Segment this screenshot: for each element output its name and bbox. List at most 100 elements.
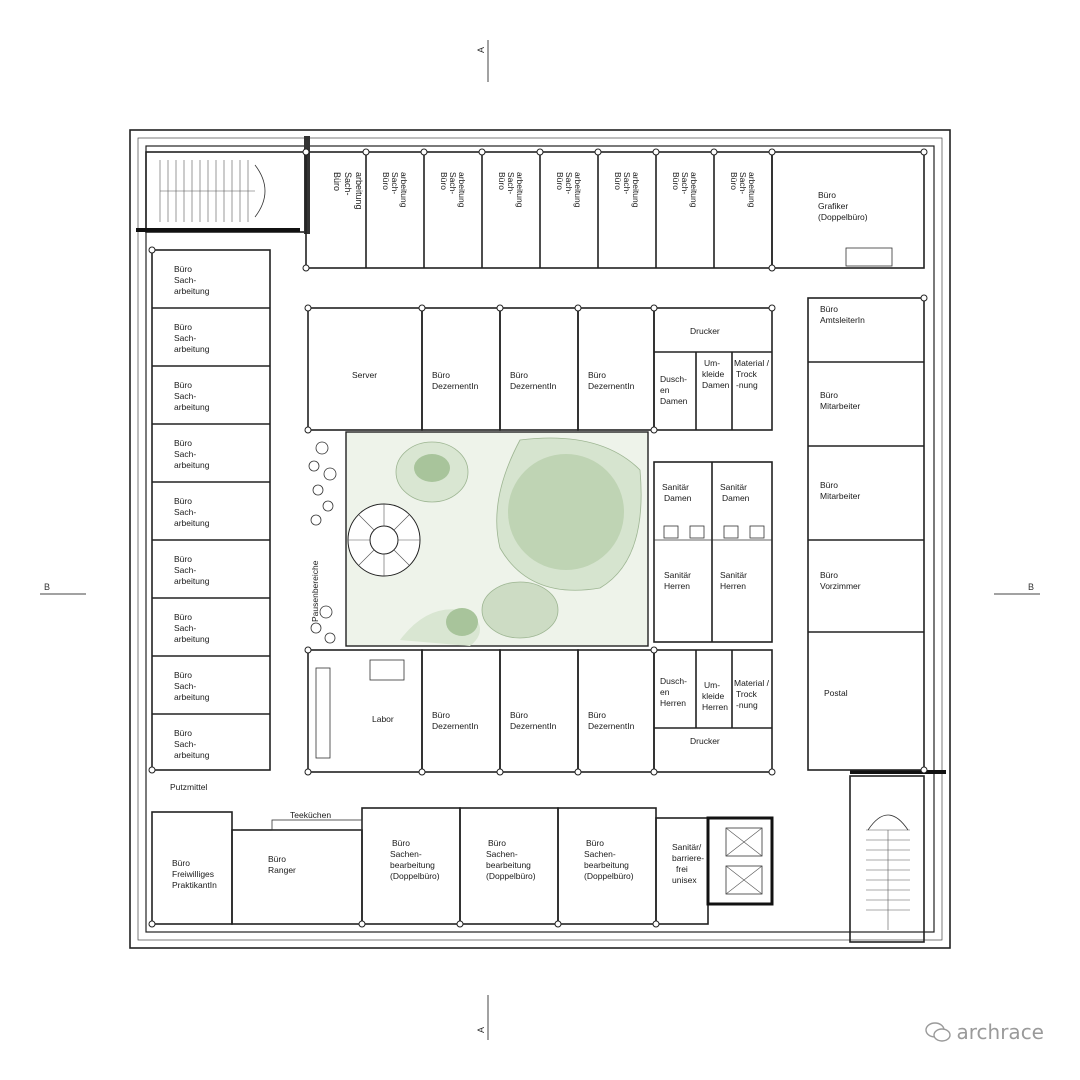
inner-bottom-block bbox=[307, 649, 773, 773]
svg-text:Sach-: Sach- bbox=[174, 681, 196, 691]
svg-text:Büro: Büro bbox=[174, 554, 192, 564]
svg-text:Sachen-: Sachen- bbox=[390, 849, 422, 859]
svg-text:Büro: Büro bbox=[174, 670, 192, 680]
left-office-column bbox=[151, 249, 271, 771]
svg-text:Trock: Trock bbox=[736, 369, 758, 379]
svg-text:arbeitung: arbeitung bbox=[689, 172, 699, 208]
svg-text:Büro: Büro bbox=[820, 570, 838, 580]
svg-text:arbeitung: arbeitung bbox=[457, 172, 467, 208]
svg-text:arbeitung: arbeitung bbox=[174, 460, 210, 470]
label-drucker-top: Drucker bbox=[690, 326, 720, 336]
label-umkleide-herren: Um- kleide Herren bbox=[702, 680, 728, 712]
svg-text:Büro: Büro bbox=[174, 496, 192, 506]
svg-text:Büro: Büro bbox=[588, 710, 606, 720]
svg-text:Büro: Büro bbox=[392, 838, 410, 848]
svg-text:Mitarbeiter: Mitarbeiter bbox=[820, 401, 860, 411]
svg-text:Dusch-: Dusch- bbox=[660, 374, 687, 384]
pausenbereiche-seating bbox=[308, 441, 337, 644]
svg-text:Sach-: Sach- bbox=[174, 391, 196, 401]
svg-text:arbeitung: arbeitung bbox=[747, 172, 757, 208]
label-postal: Postal bbox=[824, 688, 848, 698]
svg-text:AmtsleiterIn: AmtsleiterIn bbox=[820, 315, 865, 325]
svg-text:Grafiker: Grafiker bbox=[818, 201, 848, 211]
svg-text:arbeitung: arbeitung bbox=[174, 344, 210, 354]
svg-text:Büro: Büro bbox=[268, 854, 286, 864]
svg-text:arbeitung: arbeitung bbox=[174, 750, 210, 760]
svg-text:(Doppelbüro): (Doppelbüro) bbox=[818, 212, 868, 222]
svg-text:Herren: Herren bbox=[702, 702, 728, 712]
svg-text:-nung: -nung bbox=[736, 380, 758, 390]
svg-text:Trock: Trock bbox=[736, 689, 758, 699]
watermark: archrace bbox=[924, 1020, 1044, 1044]
svg-text:DezernentIn: DezernentIn bbox=[510, 721, 557, 731]
svg-text:B: B bbox=[44, 582, 50, 592]
svg-text:Büro: Büro bbox=[381, 172, 391, 190]
stair-top-left bbox=[136, 136, 310, 234]
svg-text:Büro: Büro bbox=[586, 838, 604, 848]
label-material-bottom: Material / Trock -nung bbox=[734, 678, 770, 710]
structural-columns bbox=[148, 148, 928, 928]
section-mark-a-bottom: A bbox=[476, 995, 489, 1040]
svg-text:arbeitung: arbeitung bbox=[174, 402, 210, 412]
svg-text:bearbeitung: bearbeitung bbox=[390, 860, 435, 870]
svg-text:arbeitung: arbeitung bbox=[399, 172, 409, 208]
svg-text:Büro: Büro bbox=[510, 710, 528, 720]
label-mitarbeiter-1: Büro Mitarbeiter bbox=[820, 390, 860, 411]
svg-text:kleide: kleide bbox=[702, 691, 724, 701]
svg-text:Um-: Um- bbox=[704, 680, 720, 690]
svg-text:DezernentIn: DezernentIn bbox=[588, 721, 635, 731]
room-top-sach-main: BüroSach-arbeitung bbox=[332, 172, 364, 210]
right-office-column bbox=[807, 297, 925, 771]
section-mark-b-right: B bbox=[994, 582, 1040, 595]
svg-text:unisex: unisex bbox=[672, 875, 697, 885]
svg-text:Sach-: Sach- bbox=[174, 507, 196, 517]
label-sanitaer-herren: Sanitär Herren Sanitär Herren bbox=[664, 570, 747, 591]
svg-text:Büro: Büro bbox=[588, 370, 606, 380]
svg-text:arbeitung: arbeitung bbox=[174, 286, 210, 296]
svg-text:B: B bbox=[1028, 582, 1034, 592]
svg-text:Dusch-: Dusch- bbox=[660, 676, 687, 686]
label-umkleide-damen: Um- kleide Damen bbox=[702, 358, 730, 390]
spiral-stair bbox=[347, 503, 421, 577]
svg-text:Freiwilliges: Freiwilliges bbox=[172, 869, 214, 879]
svg-text:Damen: Damen bbox=[664, 493, 692, 503]
svg-text:Damen: Damen bbox=[702, 380, 730, 390]
svg-text:Sach-: Sach- bbox=[680, 172, 690, 194]
svg-text:Büro: Büro bbox=[174, 438, 192, 448]
svg-text:Sach-: Sach- bbox=[174, 565, 196, 575]
label-freiwilliges: Büro Freiwilliges PraktikantIn bbox=[172, 858, 217, 890]
svg-text:Material /: Material / bbox=[734, 358, 770, 368]
svg-text:PraktikantIn: PraktikantIn bbox=[172, 880, 217, 890]
svg-text:Mitarbeiter: Mitarbeiter bbox=[820, 491, 860, 501]
svg-text:arbeitung: arbeitung bbox=[174, 518, 210, 528]
svg-text:A: A bbox=[476, 47, 486, 53]
svg-text:A: A bbox=[476, 1027, 486, 1033]
svg-text:Büro: Büro bbox=[174, 264, 192, 274]
svg-text:Büro: Büro bbox=[432, 370, 450, 380]
svg-text:(Doppelbüro): (Doppelbüro) bbox=[390, 871, 440, 881]
svg-text:Büro: Büro bbox=[818, 190, 836, 200]
svg-text:Sach-: Sach- bbox=[174, 739, 196, 749]
label-putzmittel: Putzmittel bbox=[170, 782, 207, 792]
label-sanitaer-damen: Sanitär Damen Sanitär Damen bbox=[662, 482, 750, 503]
svg-text:arbeitung: arbeitung bbox=[631, 172, 641, 208]
svg-text:Büro: Büro bbox=[820, 480, 838, 490]
svg-text:en: en bbox=[660, 385, 670, 395]
svg-text:Büro: Büro bbox=[555, 172, 565, 190]
left-office-labels: BüroSach-arbeitung BüroSach-arbeitung Bü… bbox=[174, 264, 210, 760]
svg-text:Sach-: Sach- bbox=[174, 275, 196, 285]
svg-text:Sachen-: Sachen- bbox=[486, 849, 518, 859]
svg-text:Sachen-: Sachen- bbox=[584, 849, 616, 859]
label-pausenbereiche: Pausenbereiche bbox=[310, 560, 320, 622]
svg-text:DezernentIn: DezernentIn bbox=[432, 381, 479, 391]
svg-text:Sanitär: Sanitär bbox=[720, 482, 747, 492]
label-labor: Labor bbox=[372, 714, 394, 724]
stair-bottom-right bbox=[849, 770, 946, 943]
inner-top-block bbox=[307, 307, 773, 431]
svg-text:DezernentIn: DezernentIn bbox=[588, 381, 635, 391]
svg-text:Büro: Büro bbox=[439, 172, 449, 190]
svg-text:Büro: Büro bbox=[172, 858, 190, 868]
svg-text:BüroSach-arbeitung: BüroSach-arbeitung bbox=[332, 172, 364, 210]
